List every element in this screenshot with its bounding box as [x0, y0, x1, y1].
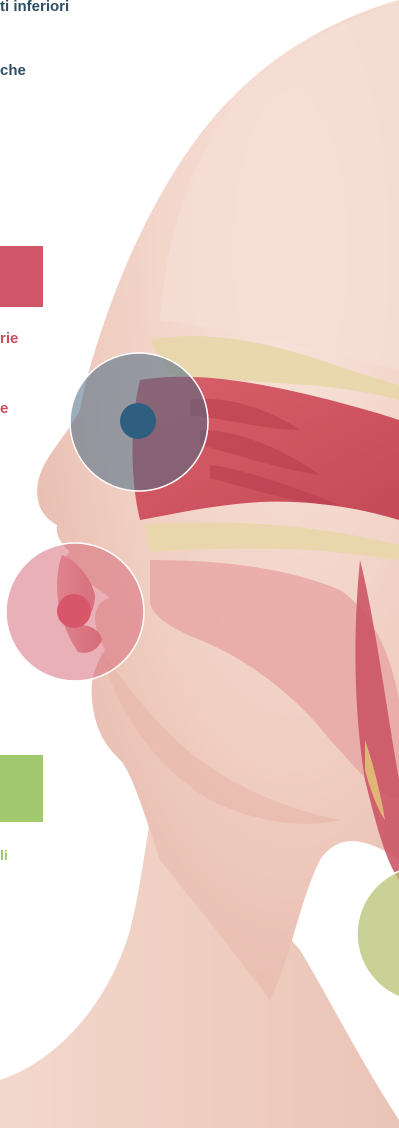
skull-region	[160, 0, 399, 370]
top-label-line-1: ti inferiori	[0, 0, 69, 16]
red-label-line-1: rie	[0, 330, 18, 348]
green-category-tab	[0, 755, 43, 822]
top-label-line-2: che	[0, 62, 26, 80]
throat-highlight-circle[interactable]	[357, 866, 399, 1002]
green-label-line-1: li	[0, 846, 8, 864]
mouth-marker-dot[interactable]	[57, 594, 91, 628]
nose-marker-dot[interactable]	[120, 403, 156, 439]
red-label-line-2: e	[0, 400, 8, 418]
red-category-tab	[0, 246, 43, 307]
